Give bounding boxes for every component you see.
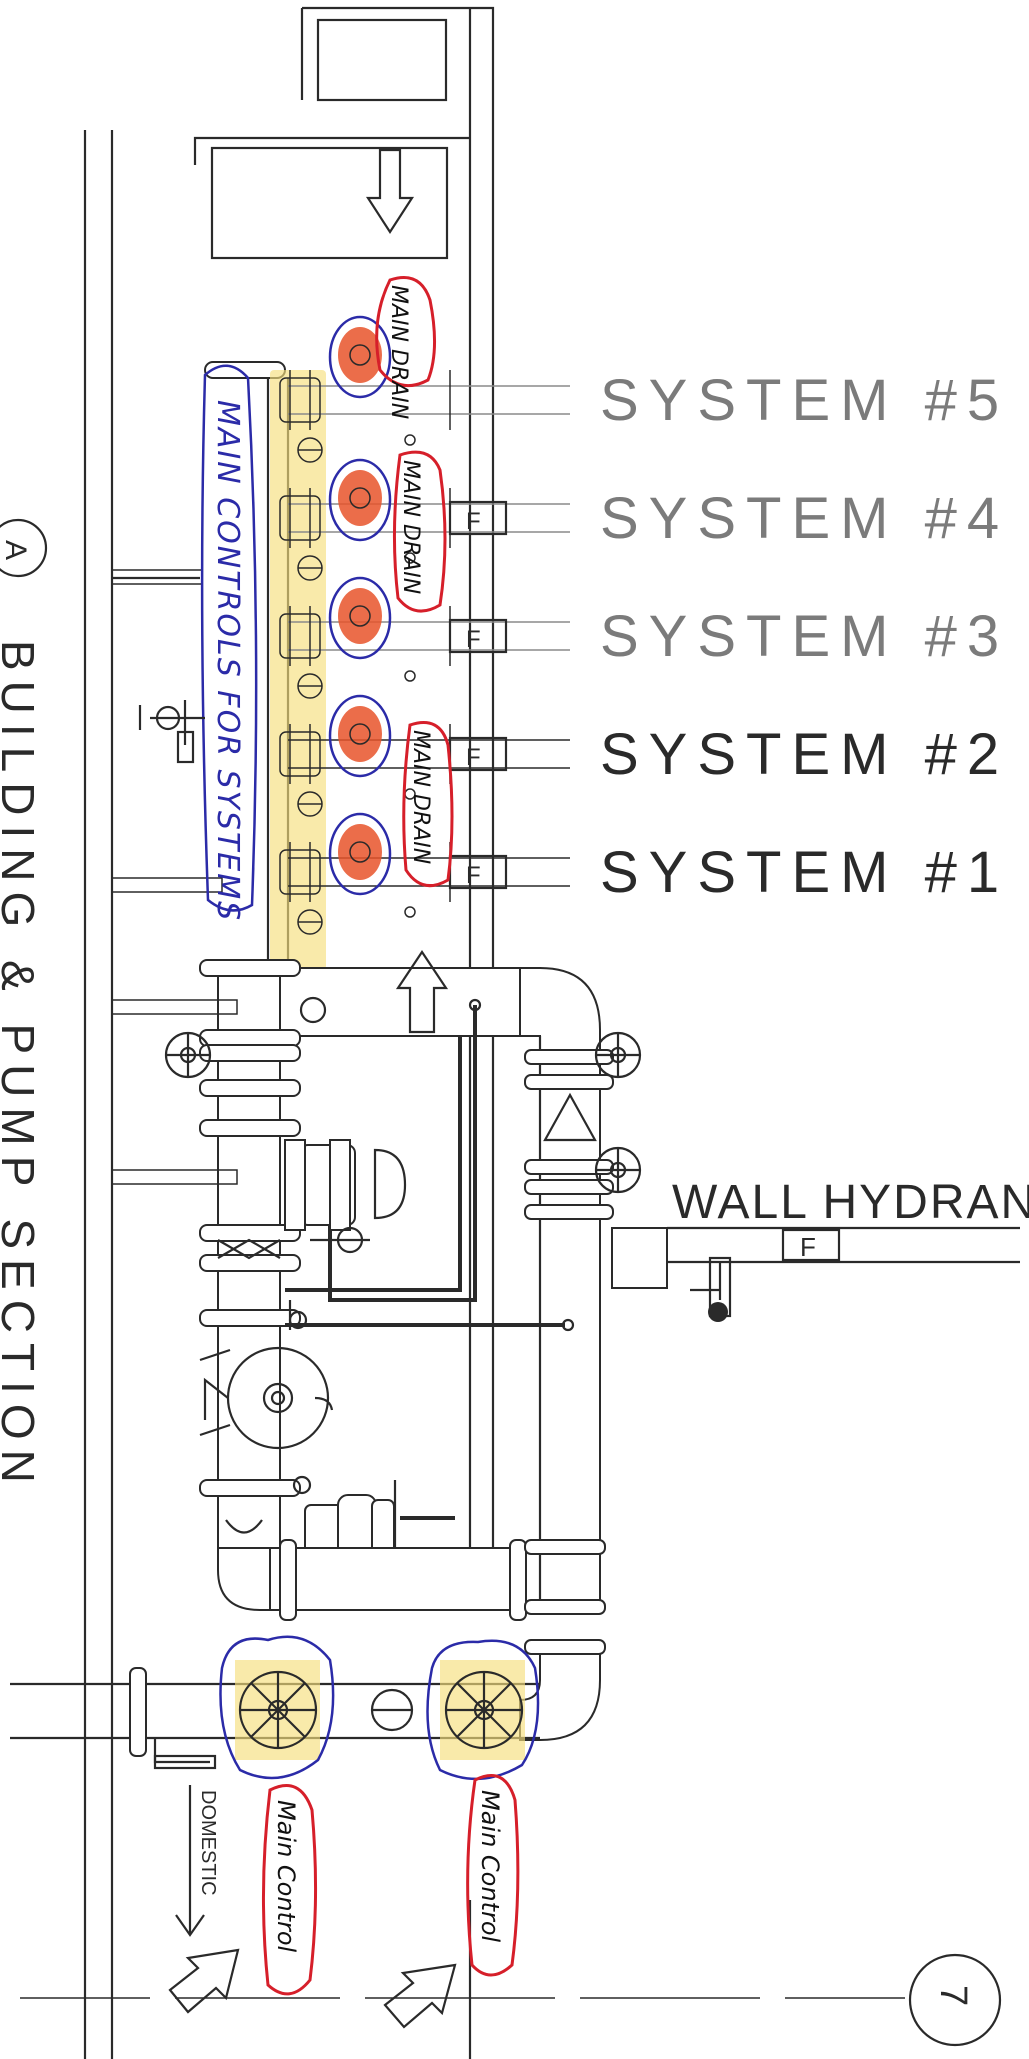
system-branch: F SYSTEM #1	[279, 812, 1009, 935]
flow-symbol: F	[466, 862, 481, 889]
handwheel-valve	[594, 1031, 642, 1079]
main-drain-text-1: MAIN DRAIN	[386, 285, 411, 419]
flow-symbol: F	[466, 508, 481, 535]
flow-symbol: F	[466, 626, 481, 653]
fire-pump	[199, 1346, 334, 1450]
sensing-lines	[285, 1035, 575, 1332]
building-wall	[83, 130, 114, 2059]
wall-hydrants-label: WALL HYDRANTS	[672, 1176, 1029, 1229]
domestic-label: DOMESTIC	[197, 1790, 219, 1896]
gauge-assembly	[138, 700, 205, 764]
flow-symbol-hydrant: F	[800, 1232, 816, 1262]
system-label-4: SYSTEM #4	[600, 486, 1009, 551]
supply-arrows	[168, 1948, 457, 2029]
domestic-line	[175, 1785, 205, 1937]
system-label-1: SYSTEM #1	[600, 840, 1009, 905]
detail-marker: 7	[932, 1985, 974, 2006]
system-branch: F SYSTEM #3	[279, 576, 1009, 699]
flow-symbol: F	[466, 744, 481, 771]
system-branch: SYSTEM #5	[279, 315, 1009, 463]
system-branch: F SYSTEM #4	[279, 458, 1009, 581]
section-marker: A	[0, 540, 32, 560]
main-control-annotations: Main Control Main Control	[261, 1774, 520, 1996]
main-controls-annotation: MAIN CONTROLS FOR SYSTEMS	[200, 364, 258, 922]
main-drain-text-3: MAIN DRAIN	[408, 730, 433, 864]
handwheel-valve	[594, 1146, 642, 1194]
section-title-group: A BUILDING & PUMP SECTION	[0, 518, 48, 1493]
main-header	[269, 950, 541, 1302]
valve-highlight-strip	[270, 370, 326, 970]
system-label-5: SYSTEM #5	[600, 368, 1009, 433]
bottom-loop	[217, 1539, 606, 1741]
main-control-valves	[10, 1635, 540, 1781]
main-drain-text-2: MAIN DRAIN	[398, 460, 423, 594]
system-label-3: SYSTEM #3	[600, 604, 1009, 669]
main-supply-pipe	[164, 959, 301, 1549]
wall-hydrant-branch: F	[611, 1226, 1020, 1322]
system-label-2: SYSTEM #2	[600, 722, 1009, 787]
section-title: BUILDING & PUMP SECTION	[0, 640, 44, 1493]
main-controls-text: MAIN CONTROLS FOR SYSTEMS	[210, 400, 245, 922]
pipe-supports	[111, 569, 238, 1185]
main-drain-annotations: MAIN DRAIN MAIN DRAIN MAIN DRAIN	[375, 276, 454, 888]
grid-line	[20, 1900, 905, 2059]
system-branch: F SYSTEM #2	[279, 694, 1009, 817]
jockey-pump	[284, 1139, 407, 1254]
main-control-valve-1	[238, 1670, 318, 1750]
main-control-valve-2	[444, 1670, 524, 1750]
hydrant-riser	[519, 967, 642, 1601]
main-control-text-2: Main Control	[476, 1790, 504, 1943]
main-control-text-1: Main Control	[272, 1800, 300, 1953]
detail-marker-group: 7	[908, 1953, 1002, 2047]
